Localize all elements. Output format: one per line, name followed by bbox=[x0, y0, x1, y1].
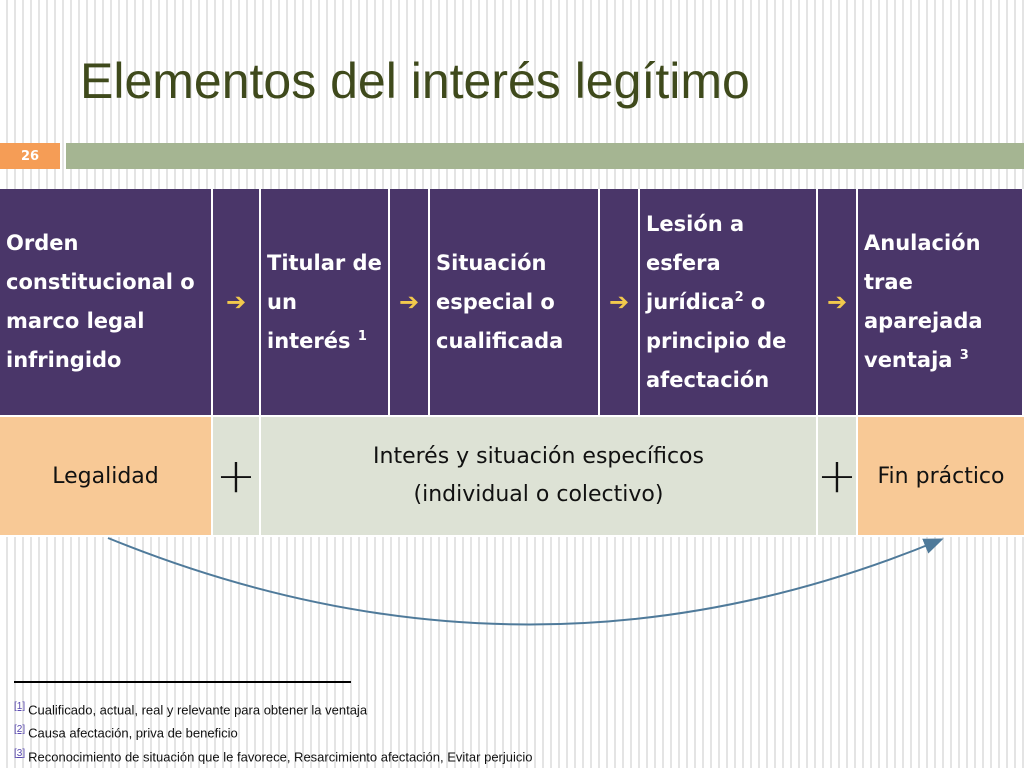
header-anulacion-text: Anulación trae aparejada ventaja 3 bbox=[864, 231, 983, 372]
footnote-mark-3: 3 bbox=[959, 348, 969, 363]
arrow-right-icon: ➔ bbox=[818, 189, 858, 417]
arrow-right-icon: ➔ bbox=[390, 189, 430, 417]
interes-situacion-cell: Interés y situación específicos (individ… bbox=[261, 417, 818, 537]
plus-icon: + bbox=[213, 417, 261, 537]
footnote-mark-1: 1 bbox=[357, 328, 367, 344]
slide-number: 26 bbox=[0, 143, 60, 169]
title-accent-bar bbox=[66, 143, 1024, 169]
footnote-2-link[interactable]: [2] bbox=[14, 724, 26, 736]
header-lesion-text: Lesión a esfera jurídica2 o principio de… bbox=[646, 211, 787, 392]
fin-practico-cell: Fin práctico bbox=[858, 417, 1024, 537]
connecting-curve-arrow bbox=[107, 537, 944, 626]
arrow-right-icon: ➔ bbox=[213, 189, 261, 417]
header-titular-text: Titular de un interés 1 bbox=[267, 250, 382, 353]
footnote-3: [3]Reconocimiento de situación que le fa… bbox=[14, 747, 533, 764]
header-cell-lesion: Lesión a esfera jurídica2 o principio de… bbox=[640, 189, 818, 417]
elements-table: Orden constitucional o marco legal infri… bbox=[0, 189, 1024, 537]
footnotes: [1]Cualificado, actual, real y relevante… bbox=[14, 697, 533, 767]
header-cell-orden: Orden constitucional o marco legal infri… bbox=[0, 189, 213, 417]
footnote-1: [1]Cualificado, actual, real y relevante… bbox=[14, 701, 368, 718]
legalidad-cell: Legalidad bbox=[0, 417, 213, 537]
footnote-3-link[interactable]: [3] bbox=[14, 747, 26, 759]
arrow-right-icon: ➔ bbox=[600, 189, 640, 417]
slide-title: Elementos del interés legítimo bbox=[80, 53, 750, 109]
plus-icon: + bbox=[817, 417, 858, 537]
header-cell-anulacion: Anulación trae aparejada ventaja 3 bbox=[858, 189, 1024, 417]
header-orden-text: Orden constitucional o marco legal infri… bbox=[6, 231, 195, 372]
header-cell-titular: Titular de un interés 1 bbox=[261, 189, 390, 417]
interes-line-1: Interés y situación específicos bbox=[373, 444, 704, 469]
header-cell-situacion: Situación especial o cualificada bbox=[430, 189, 600, 417]
footnote-divider bbox=[14, 681, 351, 683]
interes-line-2: (individual o colectivo) bbox=[413, 482, 664, 507]
footnote-2: [2]Causa afectación, priva de beneficio bbox=[14, 724, 238, 741]
header-situacion-text: Situación especial o cualificada bbox=[436, 250, 564, 353]
footnote-mark-2: 2 bbox=[734, 289, 744, 305]
footnote-1-link[interactable]: [1] bbox=[14, 701, 26, 712]
